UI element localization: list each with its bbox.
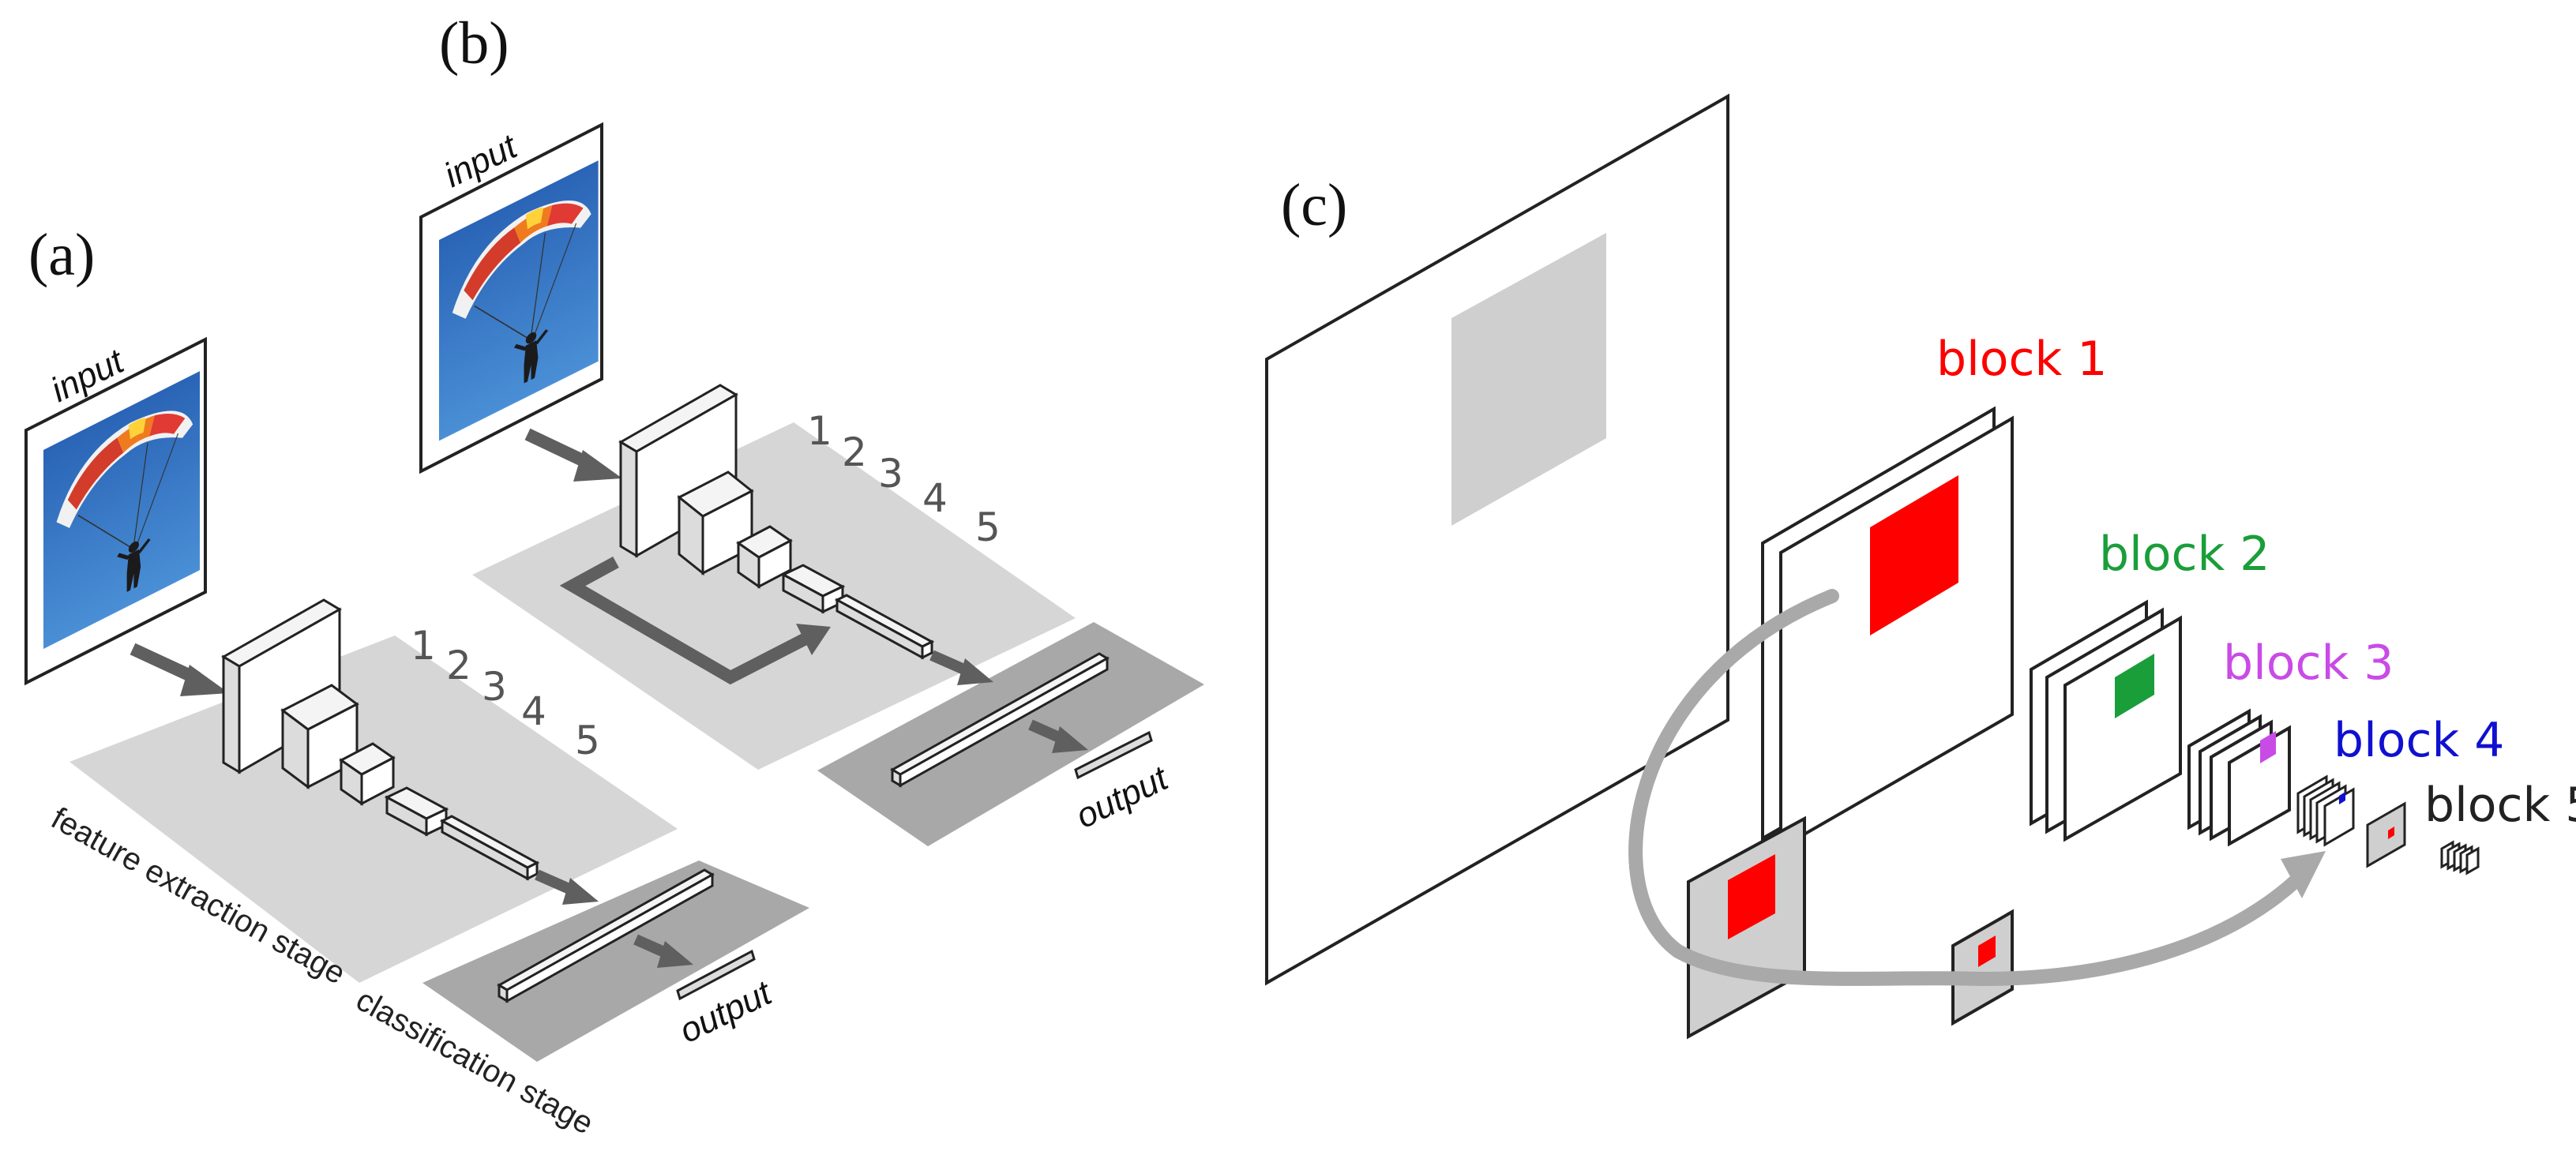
block-2-feature-maps	[2030, 599, 2182, 842]
panel-c-label: (c)	[1281, 172, 1347, 238]
output-arrow-a	[633, 934, 693, 968]
block-3-activation	[2260, 731, 2276, 763]
block-5-feature-maps	[2440, 840, 2480, 875]
block-2-label: block 2	[2099, 527, 2270, 582]
fc-arrow-a	[535, 869, 599, 905]
input-plane-c	[1265, 93, 1729, 986]
block-1-activation	[1870, 475, 1958, 635]
block-number-5-a: 5	[575, 718, 600, 763]
block-4-feature-maps	[2296, 774, 2355, 847]
block-4-label: block 4	[2334, 713, 2504, 768]
panel-a: (a) input	[24, 222, 809, 1142]
block-4-activation	[2339, 792, 2345, 804]
panel-b-label: (b)	[439, 10, 509, 77]
conv-block-5-b	[834, 594, 935, 660]
block-number-1-a: 1	[411, 623, 436, 669]
block-3-label: block 3	[2223, 635, 2394, 691]
feature-extraction-stage-a	[69, 635, 678, 983]
output-bar-a	[676, 949, 756, 1001]
conv-block-4-b	[780, 564, 846, 614]
pooled-block-4-map	[2366, 801, 2406, 868]
input-image-a	[24, 336, 207, 686]
input-image-b	[419, 122, 603, 474]
block-1-label: block 1	[1936, 332, 2107, 387]
block-2-activation	[2115, 654, 2154, 718]
block-number-3-b: 3	[878, 451, 903, 497]
conv-block-5-a	[439, 815, 540, 881]
conv-block-3-b	[736, 525, 793, 589]
block-number-5-b: 5	[975, 504, 1001, 550]
classification-stage-a	[422, 860, 809, 1062]
fc-arrow-b	[929, 650, 993, 685]
block-3-feature-maps	[2187, 708, 2291, 847]
skip-connection-arrow-b	[559, 556, 831, 685]
classification-stage-b	[817, 622, 1204, 846]
pooled-block-2-map	[1951, 909, 2014, 1026]
block-1-feature-maps	[1761, 406, 2014, 851]
input-arrow-a	[130, 643, 229, 696]
fc-layer-b	[890, 652, 1110, 788]
panel-c: (c)	[1265, 93, 2576, 1040]
output-bar-b	[1074, 730, 1153, 780]
panel-a-label: (a)	[28, 222, 95, 288]
block-number-2-a: 2	[446, 643, 471, 688]
conv-block-1-b	[618, 384, 738, 558]
block-number-1-b: 1	[807, 408, 832, 454]
block-number-4-b: 4	[922, 475, 948, 521]
conv-block-3-a	[339, 742, 396, 806]
block-number-4-a: 4	[521, 688, 546, 734]
output-arrow-b	[1028, 719, 1088, 753]
fc-layer-a	[497, 868, 715, 1003]
receptive-field-patch	[1451, 233, 1606, 526]
input-arrow-b	[524, 428, 622, 482]
pooled-block-1-map	[1687, 815, 1806, 1040]
conv-block-4-a	[384, 786, 449, 837]
block-5-label: block 5	[2424, 778, 2576, 833]
receptive-field-arrow	[1628, 589, 2326, 987]
block-number-3-a: 3	[482, 664, 507, 710]
block-number-2-b: 2	[842, 429, 867, 475]
